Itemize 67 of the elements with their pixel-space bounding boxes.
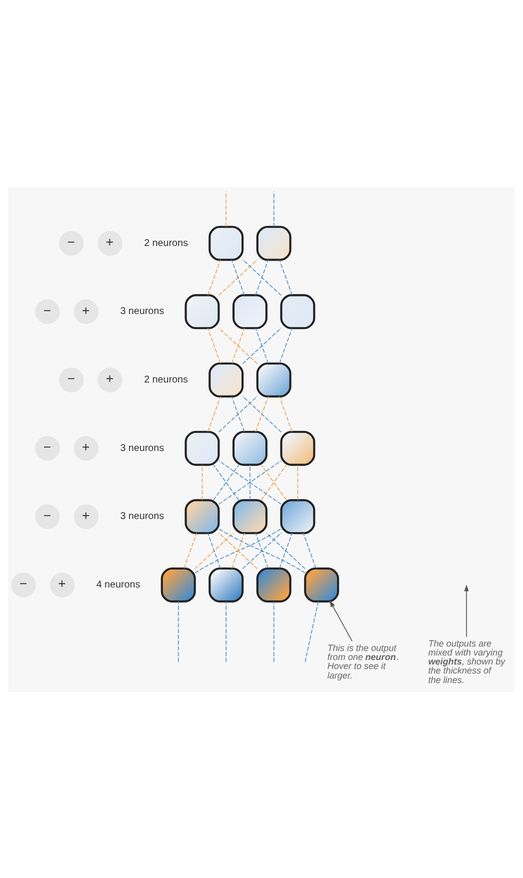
connector <box>184 532 198 568</box>
node-box <box>208 225 244 260</box>
connector <box>207 396 221 432</box>
connector <box>242 395 282 432</box>
node-box <box>280 498 316 534</box>
connector <box>207 258 221 295</box>
connector <box>304 600 319 662</box>
node-box <box>232 430 268 466</box>
node-box <box>256 362 292 397</box>
connector <box>260 464 287 500</box>
connector <box>231 327 245 364</box>
connector <box>242 532 282 569</box>
connector <box>266 532 306 569</box>
arrow <box>464 584 469 637</box>
connector <box>194 528 282 573</box>
connector <box>255 532 269 568</box>
connector <box>231 532 245 568</box>
node-label: 3 neurons <box>120 510 164 522</box>
connector <box>207 532 221 568</box>
connector <box>218 532 258 569</box>
connector <box>218 395 258 432</box>
node-box <box>208 362 244 397</box>
node-box <box>184 294 220 329</box>
connector <box>279 327 293 364</box>
connector <box>231 396 245 432</box>
connector <box>194 532 234 569</box>
connector <box>218 326 258 364</box>
connector <box>302 532 316 568</box>
connector <box>213 464 240 500</box>
node-box <box>208 566 244 602</box>
connector <box>218 258 258 296</box>
connector <box>273 600 274 662</box>
connector <box>202 464 203 500</box>
arrow <box>330 600 353 642</box>
node-label: 4 neurons <box>96 579 140 590</box>
node-box <box>184 430 220 466</box>
node-box <box>232 498 268 534</box>
connector <box>226 600 227 662</box>
node-label: 3 neurons <box>120 306 164 317</box>
connector <box>255 258 269 295</box>
node-label: 2 neurons <box>144 374 188 386</box>
node-box <box>304 566 340 602</box>
connector <box>226 190 227 227</box>
node-box <box>256 225 292 260</box>
node-box <box>280 430 316 466</box>
node-text: The outputs are mixed with varying weights, shown by the thickness of the lines. <box>428 638 506 684</box>
connector <box>207 327 221 364</box>
node-box <box>256 566 292 602</box>
node-label: 3 neurons <box>120 442 164 454</box>
connector <box>279 258 292 295</box>
connector <box>178 600 179 662</box>
connector <box>242 326 282 364</box>
connector <box>255 396 269 432</box>
node-label: 2 neurons <box>144 237 188 248</box>
connector <box>297 464 298 500</box>
connector <box>231 258 245 295</box>
node-text: This is the output from one neuron. Hover to see it larger. <box>327 642 400 680</box>
connector <box>242 258 282 296</box>
node-box <box>232 294 268 329</box>
connector <box>255 327 269 364</box>
connector <box>279 396 292 432</box>
connector <box>279 532 293 568</box>
connector <box>218 528 306 573</box>
node-box <box>280 294 316 329</box>
connector <box>273 190 274 227</box>
node-box <box>184 498 220 534</box>
node-box <box>160 566 196 602</box>
